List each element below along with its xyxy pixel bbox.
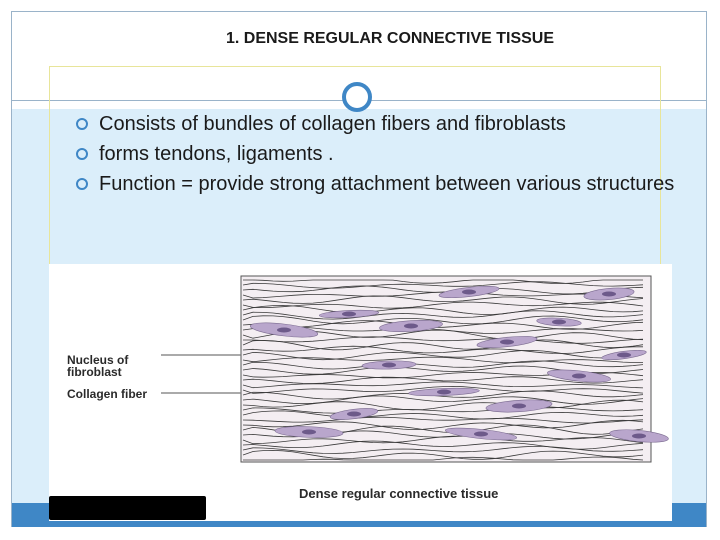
fibroblast-nucleus [602, 291, 616, 297]
collagen-fiber-line [242, 435, 644, 445]
bullet-item: Consists of bundles of collagen fibers a… [76, 110, 676, 138]
fibroblast-cell [476, 336, 538, 348]
fibroblast-cell [445, 427, 517, 441]
fibroblasts [249, 285, 669, 443]
collagen-fiber-line [242, 419, 644, 431]
bullet-circle-icon [76, 148, 88, 160]
fibroblast-nucleus [474, 431, 488, 437]
tissue-figure: Nucleus of fibroblast Collagen fiber Den… [49, 264, 672, 521]
slide-title: 1. DENSE REGULAR CONNECTIVE TISSUE [225, 30, 555, 47]
nucleus-label: Nucleus of fibroblast [67, 353, 129, 379]
collagen-fiber-line [242, 399, 644, 411]
collagen-fiber-line [243, 456, 644, 461]
fibroblast-cell [485, 399, 553, 413]
fibroblast-cell [274, 426, 344, 438]
fibroblast-cell [408, 387, 480, 397]
bullet-text: Consists of bundles of collagen fibers a… [99, 113, 566, 135]
figure-caption: Dense regular connective tissue [299, 486, 499, 501]
fibroblast-cell [547, 369, 611, 383]
bullet-text: Function = provide strong attachment bet… [99, 173, 675, 195]
collagen-fiber-line [242, 360, 644, 370]
fibroblast-cell [438, 285, 500, 299]
collagen-fiber-line [242, 315, 644, 325]
collagen-fiber-line [242, 339, 644, 351]
fibroblast-cell [329, 408, 379, 420]
collagen-fiber-line [242, 406, 644, 414]
collagen-fiber-line [242, 295, 644, 305]
collagen-fiber-line [242, 381, 644, 389]
fibroblast-nucleus [437, 389, 451, 395]
bullet-item: Function = provide strong attachment bet… [76, 170, 676, 198]
collagen-fiber-line [242, 385, 644, 394]
circle-ornament-icon [342, 82, 372, 112]
fibroblast-nucleus [302, 429, 316, 435]
fibroblast-nucleus [347, 411, 361, 417]
tissue-illustration [161, 275, 669, 463]
collagen-label: Collagen fiber [67, 387, 148, 401]
fibroblast-cell [583, 287, 635, 301]
collagen-fiber-line [242, 410, 644, 420]
fibroblast-nucleus [500, 339, 514, 345]
fibroblast-nucleus [617, 352, 631, 358]
collagen-fiber-line [242, 416, 644, 424]
collagen-fiber-line [242, 301, 644, 309]
fibroblast-nucleus [342, 311, 356, 317]
fibroblast-cell [249, 322, 319, 338]
collagen-fiber-line [242, 345, 643, 354]
fibroblast-nucleus [512, 403, 526, 409]
collagen-fiber-line [242, 349, 644, 361]
fibroblast-cell [609, 429, 669, 443]
bullet-text: forms tendons, ligaments . [99, 143, 334, 165]
bullet-circle-icon [76, 178, 88, 190]
collagen-fiber-line [242, 449, 644, 460]
fibroblast-nucleus [382, 362, 396, 368]
fibroblast-cell [536, 317, 582, 327]
collagen-fiber-line [242, 395, 644, 405]
collagen-fiber-line [242, 356, 643, 364]
collagen-fiber-line [242, 390, 644, 400]
fibroblast-nucleus [277, 327, 291, 333]
collagen-fiber-line [242, 446, 644, 454]
redaction-bar [49, 496, 206, 520]
bullet-list: Consists of bundles of collagen fibers a… [76, 110, 676, 200]
collagen-fiber-line [242, 281, 644, 289]
fibroblast-cell [361, 360, 417, 370]
fibroblast-cell [601, 349, 647, 361]
collagen-fiber-line [242, 304, 644, 315]
collagen-fiber-line [242, 291, 644, 299]
fibroblast-cell [379, 319, 443, 333]
fibroblast-nucleus [572, 373, 586, 379]
fibroblast-nucleus [462, 289, 476, 295]
fibroblast-nucleus [404, 323, 418, 329]
fibroblast-cell [318, 309, 380, 319]
fibroblast-nucleus [632, 433, 646, 439]
bullet-item: forms tendons, ligaments . [76, 140, 676, 168]
fibroblast-nucleus [552, 319, 566, 325]
collagen-fiber-line [243, 279, 643, 284]
bullet-circle-icon [76, 118, 88, 130]
collagen-fiber-line [242, 310, 644, 320]
